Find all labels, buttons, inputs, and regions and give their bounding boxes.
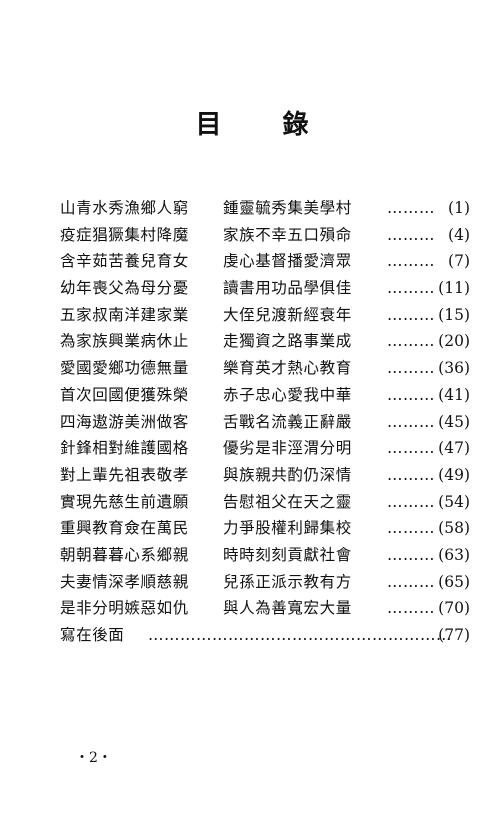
toc-entry[interactable]: 針鋒相對維護國格 優劣是非涇渭分明 ………(47)	[60, 435, 470, 462]
toc-page: (4)	[448, 225, 470, 244]
toc-subtitle: 家族不幸五口殞命	[223, 225, 352, 244]
toc-entry[interactable]: 四海遨游美洲做客 舌戰名流義正辭嚴 ………(45)	[60, 409, 470, 436]
toc-page: (15)	[438, 305, 470, 324]
toc-subtitle: 兒孫正派示教有方	[223, 572, 352, 591]
toc-line: 寫在後面	[60, 626, 125, 644]
toc-leader: ………	[387, 305, 435, 324]
toc-page: (58)	[438, 519, 470, 538]
toc-leader: ………	[387, 465, 435, 484]
toc-leader: …………………………………………………	[148, 626, 452, 644]
toc-line: 針鋒相對維護國格	[60, 439, 189, 458]
toc-page: (36)	[438, 359, 470, 378]
toc-page: (20)	[438, 332, 470, 351]
toc-leader: ………	[387, 252, 435, 271]
page-number: ・2・	[75, 750, 112, 766]
table-of-contents: 山青水秀漁鄉人窮 鍾靈毓秀集美學村 ……… (1) 疫症猖獗集村降魔 家族不幸五口殞命 ……	[60, 195, 470, 649]
toc-entry[interactable]: 朝朝暮暮心系鄉親 時時刻刻貢獻社會 ………(63)	[60, 542, 470, 569]
toc-page: (7)	[448, 252, 470, 271]
toc-line: 疫症猖獗集村降魔	[60, 225, 189, 244]
toc-line: 幼年喪父為母分憂	[60, 279, 189, 298]
toc-subtitle: 讀書用功品學俱佳	[223, 279, 352, 298]
toc-line: 首次回國便獲殊榮	[60, 385, 189, 404]
toc-leader: ………	[387, 599, 435, 618]
toc-leader: ………	[387, 412, 435, 431]
toc-entry[interactable]: 重興教育僉在萬民 力爭股權利歸集校 ………(58)	[60, 515, 470, 542]
toc-entry[interactable]: 實現先慈生前遺願 告慰祖父在天之靈 ………(54)	[60, 489, 470, 516]
toc-page: (49)	[438, 465, 470, 484]
toc-leader: ………	[387, 225, 435, 244]
toc-leader: ………	[387, 492, 435, 511]
toc-subtitle: 力爭股權利歸集校	[223, 519, 352, 538]
toc-subtitle: 與人為善寬宏大量	[223, 599, 352, 618]
toc-subtitle: 大侄兒渡新經衰年	[223, 305, 352, 324]
toc-entry[interactable]: 愛國愛鄉功德無量 樂育英才熱心教育 ………(36)	[60, 355, 470, 382]
toc-entry[interactable]: 首次回國便獲殊榮 赤子忠心愛我中華 ………(41)	[60, 382, 470, 409]
page-title: 目 錄	[195, 110, 335, 140]
toc-leader: ………	[387, 572, 435, 591]
toc-line: 含辛茹苦養兒育女	[60, 252, 189, 271]
toc-line: 實現先慈生前遺願	[60, 492, 189, 511]
toc-line: 山青水秀漁鄉人窮	[60, 199, 189, 217]
toc-line: 愛國愛鄉功德無量	[60, 359, 189, 378]
toc-subtitle: 優劣是非涇渭分明	[223, 439, 352, 458]
toc-entry[interactable]: 為家族興業病休止 走獨資之路事業成 ………(20)	[60, 328, 470, 355]
toc-page: (45)	[438, 412, 470, 431]
toc-entry[interactable]: 對上輩先祖表敬孝 與族親共酌仍深情 ………(49)	[60, 462, 470, 489]
toc-page: (70)	[438, 599, 470, 618]
toc-page: (65)	[438, 572, 470, 591]
toc-leader: ………	[387, 519, 435, 538]
toc-leader: ………	[387, 359, 435, 378]
toc-subtitle: 樂育英才熱心教育	[223, 359, 352, 378]
toc-leader: ………	[387, 279, 435, 298]
toc-subtitle: 鍾靈毓秀集美學村	[223, 199, 352, 217]
toc-line: 重興教育僉在萬民	[60, 519, 189, 538]
toc-leader: ………	[387, 199, 435, 217]
toc-entry[interactable]: 夫妻情深孝順慈親 兒孫正派示教有方 ………(65)	[60, 569, 470, 596]
toc-entry[interactable]: 山青水秀漁鄉人窮 鍾靈毓秀集美學村 ……… (1)	[60, 195, 470, 222]
toc-leader: ………	[387, 439, 435, 458]
toc-page: (41)	[438, 385, 470, 404]
toc-line: 夫妻情深孝順慈親	[60, 572, 189, 591]
toc-subtitle: 走獨資之路事業成	[223, 332, 352, 351]
toc-page: (77)	[438, 626, 470, 644]
toc-line: 為家族興業病休止	[60, 332, 189, 351]
toc-page: (47)	[438, 439, 470, 458]
toc-subtitle: 虔心基督播愛濟眾	[223, 252, 352, 271]
toc-line: 朝朝暮暮心系鄉親	[60, 545, 189, 564]
toc-entry[interactable]: 幼年喪父為母分憂 讀書用功品學俱佳 ………(11)	[60, 275, 470, 302]
toc-page: (11)	[438, 279, 470, 298]
toc-subtitle: 告慰祖父在天之靈	[223, 492, 352, 511]
toc-subtitle: 時時刻刻貢獻社會	[223, 545, 352, 564]
toc-entry[interactable]: 疫症猖獗集村降魔 家族不幸五口殞命 ……… (4)	[60, 222, 470, 249]
toc-leader: ………	[387, 545, 435, 564]
toc-entry[interactable]: 是非分明嫉惡如仇 與人為善寬宏大量 ………(70)	[60, 595, 470, 622]
toc-entry[interactable]: 含辛茹苦養兒育女 虔心基督播愛濟眾 ……… (7)	[60, 248, 470, 275]
toc-leader: ………	[387, 385, 435, 404]
toc-leader: ………	[387, 332, 435, 351]
toc-line: 是非分明嫉惡如仇	[60, 599, 189, 618]
toc-subtitle: 赤子忠心愛我中華	[223, 385, 352, 404]
toc-entry-last[interactable]: 寫在後面 …………………………………………………(77)	[60, 622, 470, 649]
toc-line: 對上輩先祖表敬孝	[60, 465, 189, 484]
toc-line: 五家叔南洋建家業	[60, 305, 189, 324]
toc-page: (63)	[438, 545, 470, 564]
toc-subtitle: 與族親共酌仍深情	[223, 465, 352, 484]
toc-line: 四海遨游美洲做客	[60, 412, 189, 431]
toc-entry[interactable]: 五家叔南洋建家業 大侄兒渡新經衰年 ………(15)	[60, 302, 470, 329]
toc-page: (1)	[448, 199, 470, 217]
toc-subtitle: 舌戰名流義正辭嚴	[223, 412, 352, 431]
toc-page: (54)	[438, 492, 470, 511]
